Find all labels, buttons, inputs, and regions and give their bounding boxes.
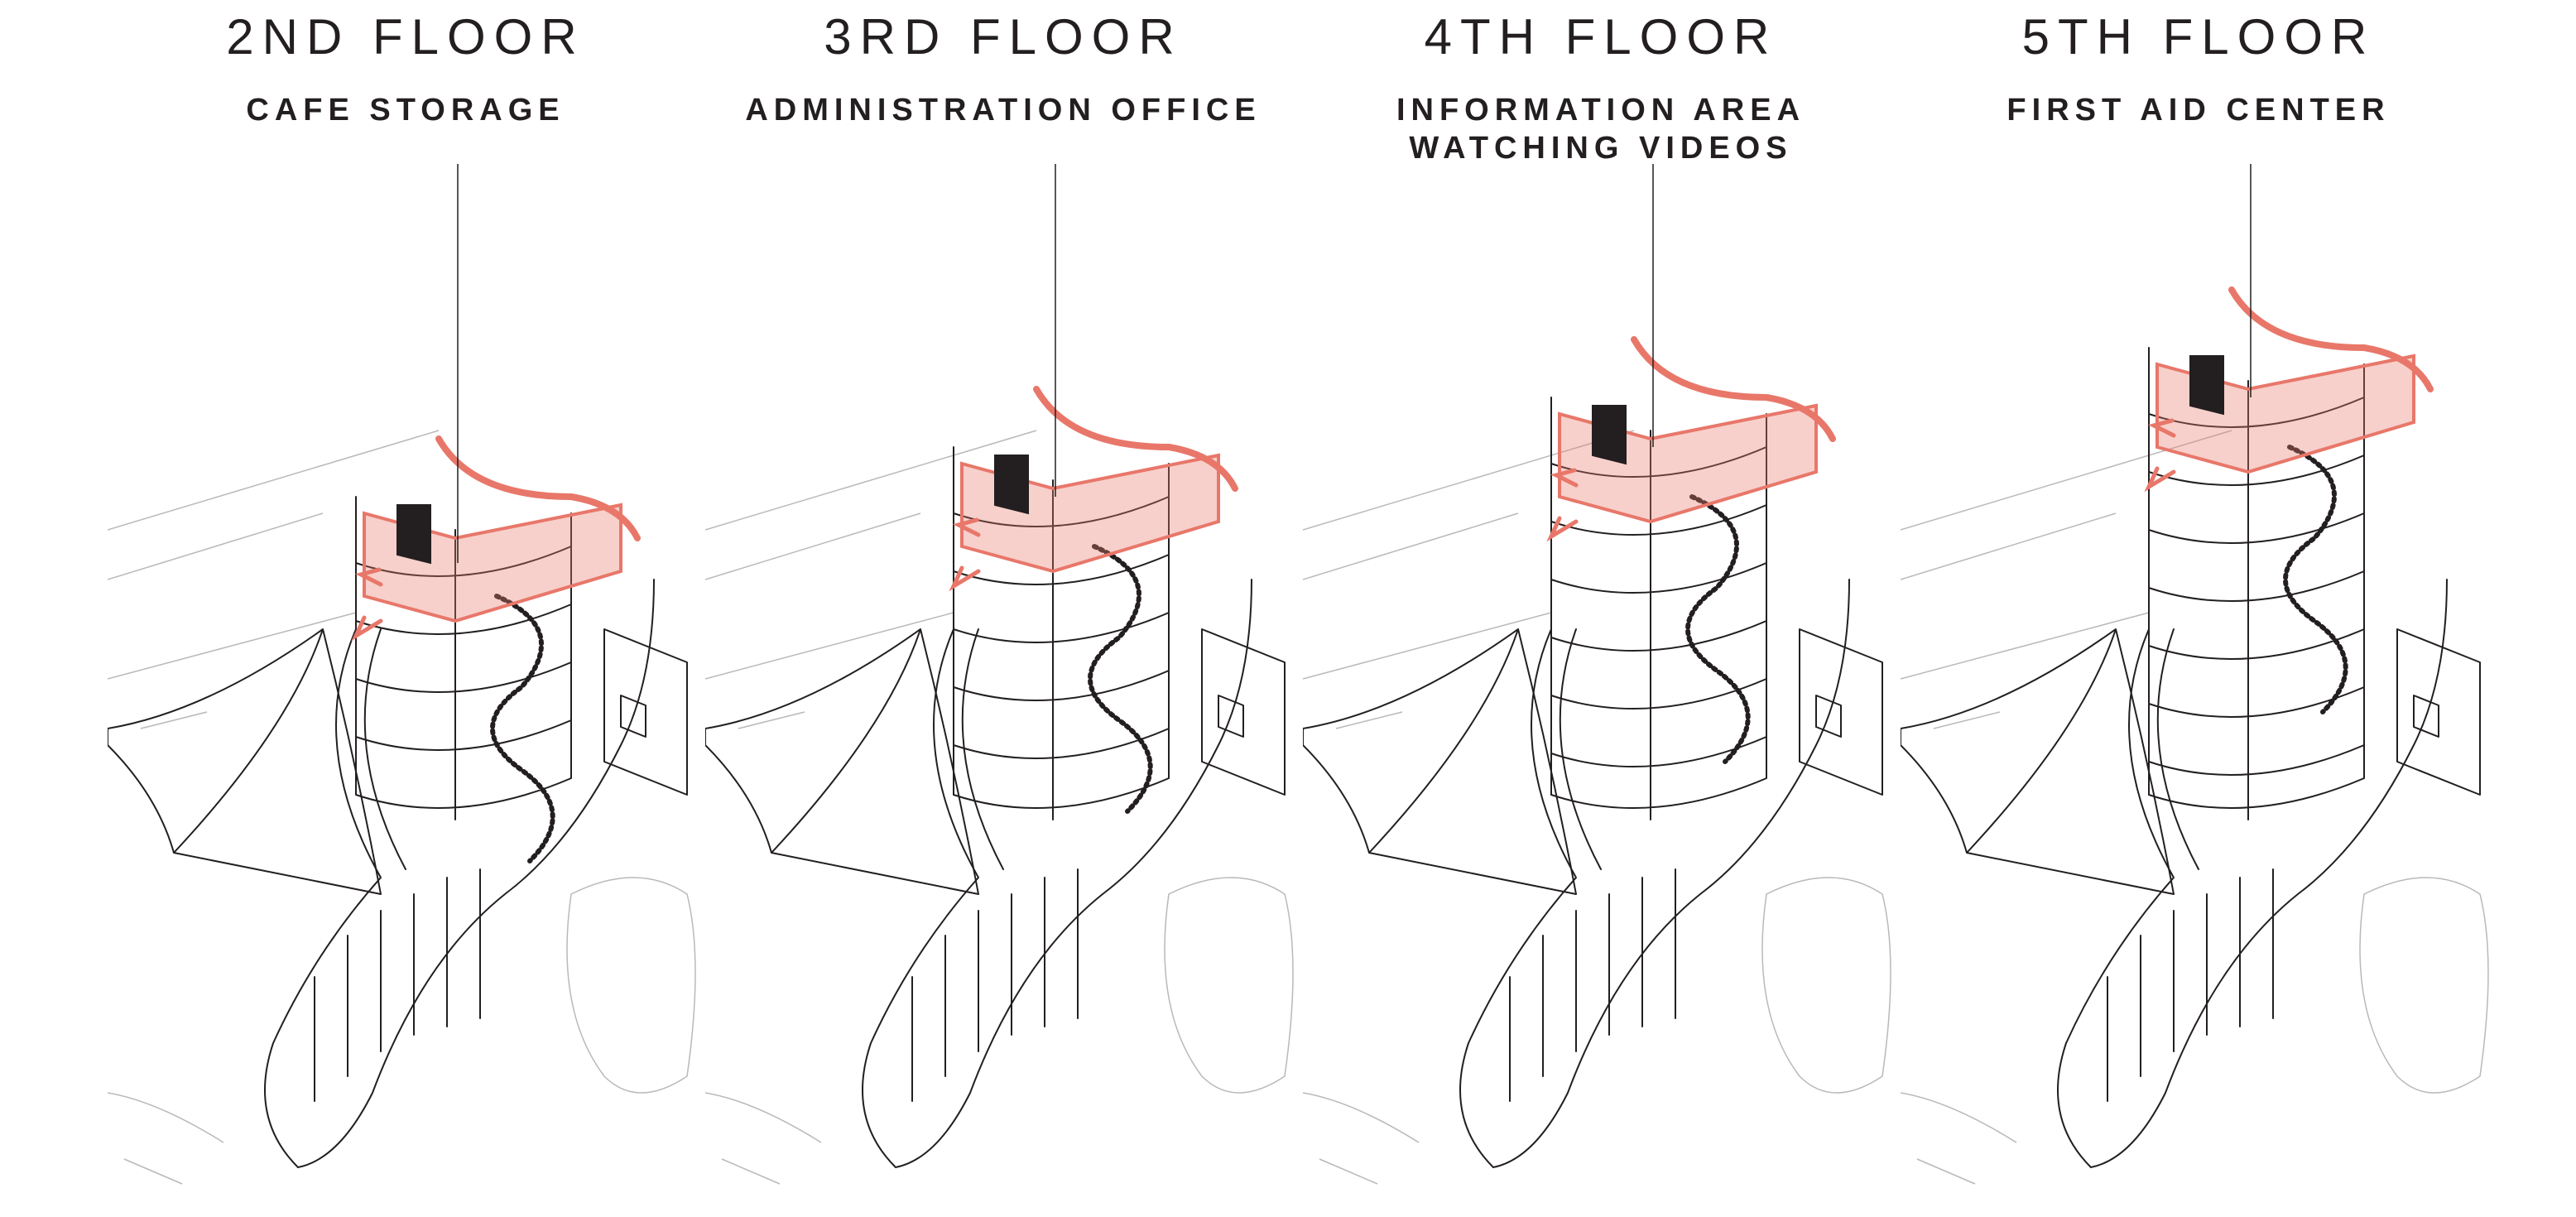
floor-panel-2: 2ND FLOOR CAFE STORAGE [108, 0, 704, 1217]
axonometric-drawing [108, 164, 696, 1185]
floor-slab [1550, 504, 1767, 536]
floor-function-line: INFORMATION AREA [1396, 93, 1806, 127]
terrain-contour [705, 1092, 822, 1185]
floor-slab [1550, 446, 1767, 478]
circulation-arrow [351, 567, 383, 642]
terrain-contour [108, 1092, 224, 1185]
side-annex [603, 628, 688, 796]
ribbon-ramp [1459, 579, 1850, 1168]
floor-function-line: CAFE STORAGE [246, 93, 565, 127]
floor-panel-3: 3RD FLOOR ADMINISTRATION OFFICE [705, 0, 1301, 1217]
terrain-contour [1303, 1092, 1420, 1185]
floor-slab [953, 612, 1170, 643]
floor-slab [2148, 397, 2365, 428]
tensile-canopy [1901, 628, 2175, 895]
axonometric-drawing [1303, 164, 1891, 1185]
terrain-contour [2359, 877, 2489, 1094]
axonometric-drawing [705, 164, 1294, 1185]
tower-body [355, 496, 572, 820]
tensile-canopy [705, 628, 979, 895]
floor-title: 4TH FLOOR [1424, 9, 1778, 65]
floor-title: 2ND FLOOR [226, 9, 585, 65]
tower-body [953, 446, 1170, 820]
terrain-contour [1901, 1092, 2017, 1185]
site-context-lines [108, 430, 440, 729]
floor-panel-4: 4TH FLOOR INFORMATION AREA WATCHING VIDE… [1303, 0, 1899, 1217]
floor-slab [2148, 744, 2365, 776]
door-opening [2189, 355, 2224, 416]
side-annex [1201, 628, 1286, 796]
tensile-canopy [108, 628, 382, 895]
floor-function-label: ADMINISTRATION OFFICE [705, 91, 1301, 129]
site-context-lines [1303, 430, 1635, 729]
highlighted-roof-edge [435, 435, 641, 541]
floor-slab [2148, 455, 2365, 486]
floor-function-label: INFORMATION AREA WATCHING VIDEOS [1303, 91, 1899, 167]
site-context-lines [1901, 430, 2232, 729]
door-opening [396, 504, 431, 565]
floor-panel-5: 5TH FLOOR FIRST AID CENTER [1901, 0, 2497, 1217]
terrain-contour [566, 877, 696, 1094]
floor-function-label: FIRST AID CENTER [1901, 91, 2497, 129]
circulation-arrow [1546, 468, 1579, 542]
spiral-staircase [2283, 445, 2348, 714]
axonometric-drawing [1901, 164, 2489, 1185]
door-opening [1592, 405, 1627, 465]
ramp-columns [911, 628, 1079, 1102]
floor-slab [355, 604, 572, 635]
floor-slab [355, 719, 572, 751]
spiral-staircase [1685, 494, 1751, 764]
ribbon-ramp [862, 579, 1252, 1168]
highlighted-roof-edge [2228, 286, 2434, 392]
tensile-canopy [1303, 628, 1577, 895]
ramp-columns [314, 628, 481, 1102]
floor-slab [1550, 620, 1767, 652]
floor-function-label: CAFE STORAGE [108, 91, 704, 129]
floor-slab [2148, 512, 2365, 544]
circulation-arrow [2144, 418, 2176, 493]
tower-body [1550, 397, 1767, 820]
floor-slab [953, 554, 1170, 585]
ribbon-ramp [2057, 579, 2448, 1168]
floor-function-line: FIRST AID CENTER [2006, 93, 2391, 127]
floor-title: 5TH FLOOR [2021, 9, 2376, 65]
highlighted-roof-edge [1631, 336, 1836, 442]
floor-slab [2148, 570, 2365, 602]
side-annex [2396, 628, 2481, 796]
ribbon-ramp [264, 579, 655, 1168]
terrain-contour [1164, 877, 1294, 1094]
floor-slab [953, 496, 1170, 527]
floor-title: 3RD FLOOR [824, 9, 1183, 65]
spiral-staircase [490, 594, 555, 863]
floor-function-line: WATCHING VIDEOS [1409, 131, 1793, 166]
floor-slab [953, 670, 1170, 701]
ramp-columns [2107, 628, 2274, 1102]
ramp-columns [1509, 628, 1676, 1102]
floor-slab [355, 546, 572, 577]
spiral-staircase [1088, 544, 1153, 814]
side-annex [1799, 628, 1883, 796]
floor-function-line: ADMINISTRATION OFFICE [745, 93, 1262, 127]
door-opening [994, 455, 1029, 515]
highlighted-roof-edge [1033, 386, 1238, 492]
site-context-lines [705, 430, 1037, 729]
floor-slab [1550, 562, 1767, 594]
circulation-arrow [949, 517, 981, 592]
terrain-contour [1761, 877, 1891, 1094]
floor-slab [355, 661, 572, 693]
